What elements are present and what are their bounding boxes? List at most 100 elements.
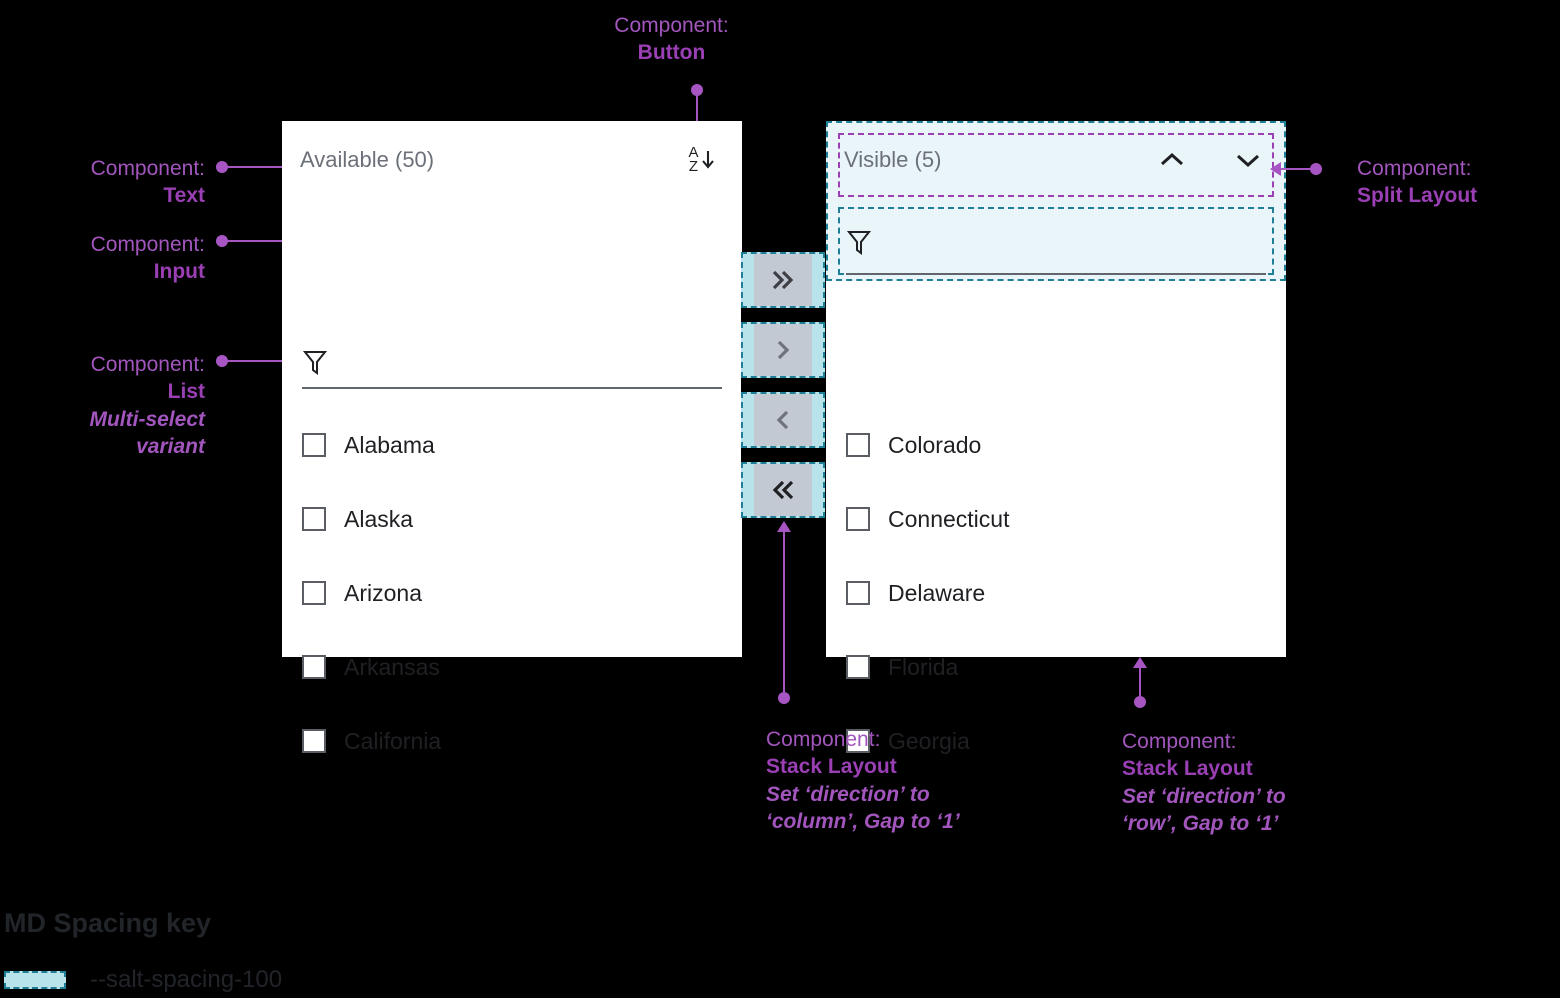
leader-line-split-layout (1281, 168, 1313, 170)
sort-az-button[interactable]: A Z (680, 138, 724, 182)
transfer-slot (741, 322, 825, 378)
annotation-text: Component: Text (15, 155, 205, 210)
move-right-button[interactable] (754, 324, 812, 376)
annotation-list: Component: List Multi-select variant (15, 351, 205, 460)
visible-filter-input[interactable] (886, 228, 1266, 256)
move-left-button[interactable] (754, 394, 812, 446)
available-filter-row[interactable] (282, 331, 742, 393)
annotation-text-lead: Component: (90, 157, 205, 180)
annotation-list-sub-2: variant (136, 434, 205, 458)
list-item[interactable]: Arizona (302, 556, 722, 630)
annotation-text-name: Text (163, 184, 205, 208)
checkbox-icon[interactable] (302, 655, 326, 679)
checkbox-icon[interactable] (846, 433, 870, 457)
checkbox-icon[interactable] (302, 433, 326, 457)
move-down-button[interactable] (1228, 140, 1268, 180)
list-item-label: Alabama (344, 431, 435, 458)
sort-icon-top-letter: A (688, 143, 699, 161)
move-all-right-button[interactable] (754, 254, 812, 306)
visible-list: Colorado Connecticut Delaware Florida Ge… (826, 408, 1286, 778)
move-up-button[interactable] (1152, 140, 1192, 180)
visible-filter-underline (846, 273, 1266, 275)
transfer-gap (741, 448, 825, 462)
checkbox-icon[interactable] (302, 581, 326, 605)
list-item-label: Arkansas (344, 653, 440, 680)
available-panel-header: Available (50) A Z (282, 121, 742, 199)
transfer-slot (741, 462, 825, 518)
annotation-stack-column-sub-1: Set ‘direction’ to (766, 782, 930, 806)
list-item[interactable]: Georgia (846, 704, 1266, 778)
annotation-input-name: Input (153, 260, 205, 284)
transfer-gap (741, 378, 825, 392)
list-item-label: Florida (888, 653, 959, 680)
list-item-label: Colorado (888, 431, 982, 458)
list-item[interactable]: Alabama (302, 408, 722, 482)
leader-line-input (222, 240, 290, 242)
transfer-controls-stack (741, 252, 825, 518)
visible-panel-header: Visible (5) (826, 125, 1286, 195)
leader-arrow-stack-row (1133, 657, 1147, 668)
list-item[interactable]: Alaska (302, 482, 722, 556)
visible-panel-title: Visible (5) (844, 147, 942, 172)
list-item[interactable]: Florida (846, 630, 1266, 704)
annotation-button: Component: Button (574, 12, 769, 67)
list-item[interactable]: Colorado (846, 408, 1266, 482)
annotation-button-name: Button (637, 41, 706, 65)
leader-dot-split-layout (1310, 163, 1322, 175)
move-all-left-button[interactable] (754, 464, 812, 516)
available-header-actions: A Z (680, 138, 724, 182)
annotation-list-sub-1: Multi-select (89, 407, 205, 431)
leader-line-button (696, 90, 698, 138)
list-item-label: Delaware (888, 579, 986, 606)
sort-az-descending-icon: A Z (688, 143, 715, 175)
leader-line-text (222, 166, 290, 168)
chevron-down-icon (1233, 149, 1263, 171)
annotation-list-name: List (167, 380, 205, 404)
list-item-label: Connecticut (888, 505, 1010, 532)
chevron-right-icon (770, 337, 796, 363)
leader-dot-stack-row (1134, 696, 1146, 708)
leader-arrow-stack-column (777, 521, 791, 532)
available-filter-underline (302, 387, 722, 389)
chevron-up-icon (1157, 149, 1187, 171)
checkbox-icon[interactable] (302, 507, 326, 531)
annotation-stack-column-lead: Component: (766, 728, 881, 751)
list-item[interactable]: California (302, 704, 722, 778)
available-list: Alabama Alaska Arizona Arkansas Californ… (282, 408, 742, 778)
checkbox-icon[interactable] (846, 655, 870, 679)
double-chevron-right-icon (768, 267, 798, 293)
annotation-button-lead: Component: (614, 14, 729, 37)
annotation-stack-column: Component: Stack Layout Set ‘direction’ … (766, 726, 1036, 835)
checkbox-icon[interactable] (846, 581, 870, 605)
leader-line-stack-column (783, 532, 785, 692)
spacing-key-title: MD Spacing key (4, 908, 212, 938)
list-item[interactable]: Arkansas (302, 630, 722, 704)
sort-icon-bottom-letter: Z (688, 158, 699, 175)
annotation-stack-row-name: Stack Layout (1122, 757, 1253, 781)
annotation-stack-column-name: Stack Layout (766, 755, 897, 779)
leader-arrow-split-layout (1270, 162, 1281, 176)
funnel-filter-icon (302, 348, 328, 376)
annotation-split-layout-name: Split Layout (1357, 184, 1478, 208)
available-panel-title: Available (50) (300, 147, 435, 172)
spacing-key-swatch (4, 971, 66, 989)
annotation-split-layout-lead: Component: (1357, 157, 1472, 180)
leader-line-stack-row (1139, 668, 1141, 696)
list-item[interactable]: Delaware (846, 556, 1266, 630)
checkbox-icon[interactable] (302, 729, 326, 753)
transfer-slot (741, 392, 825, 448)
available-filter-input[interactable] (342, 348, 722, 376)
list-item-label: California (344, 727, 442, 754)
visible-filter-row[interactable] (826, 213, 1286, 271)
annotation-input-lead: Component: (90, 233, 205, 256)
checkbox-icon[interactable] (846, 729, 870, 753)
annotation-list-lead: Component: (90, 353, 205, 376)
checkbox-icon[interactable] (846, 507, 870, 531)
transfer-slot (741, 252, 825, 308)
list-item-label: Arizona (344, 579, 422, 606)
annotation-stack-row: Component: Stack Layout Set ‘direction’ … (1122, 728, 1392, 837)
list-item[interactable]: Connecticut (846, 482, 1266, 556)
visible-panel: Visible (5) (826, 121, 1286, 754)
annotation-stack-row-lead: Component: (1122, 730, 1237, 753)
